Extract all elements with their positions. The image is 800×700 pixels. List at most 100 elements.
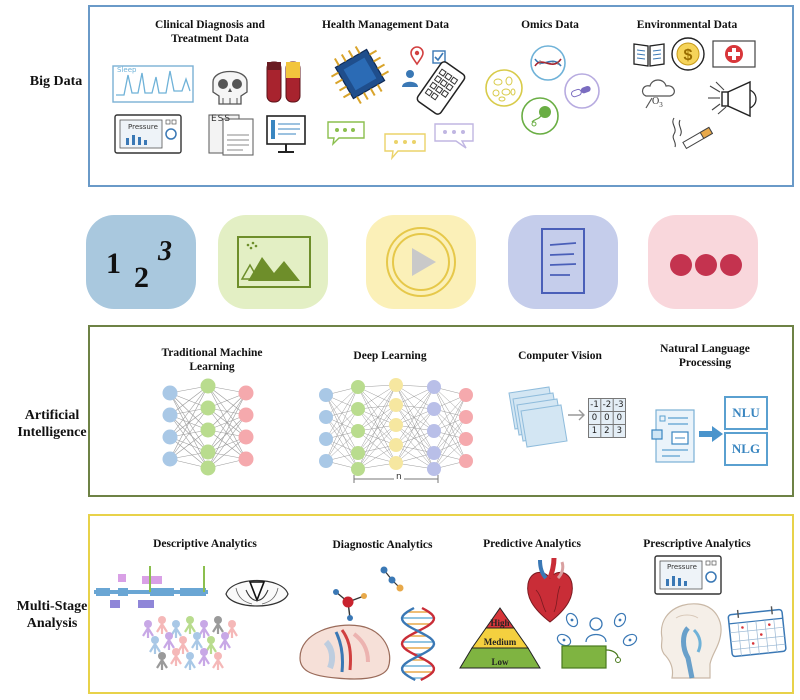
dl-node — [459, 432, 473, 446]
person-figure — [226, 620, 238, 638]
person-figure — [156, 652, 168, 670]
landscape-image-icon — [237, 236, 311, 288]
matrix-cell: -1 — [590, 400, 599, 410]
kernel-matrix — [588, 398, 626, 438]
patient-sensors-icon — [556, 612, 638, 669]
nlp-document-icon — [651, 409, 695, 463]
skull-icon — [212, 70, 248, 105]
pollution-cloud-icon — [641, 79, 675, 109]
matrix-cell: 0 — [604, 413, 610, 423]
row-label-multi-stage-analysis: Multi-Stage Analysis — [16, 599, 88, 631]
sleep-label: Sleep — [117, 66, 137, 74]
dl-node — [427, 402, 441, 416]
person-figure — [212, 652, 224, 670]
diagnostic-analytics-title: Diagnostic Analytics — [332, 539, 433, 551]
tml-node — [238, 407, 254, 423]
ai-panel — [88, 325, 794, 497]
deep-learning-title: Deep Learning — [353, 350, 427, 362]
prescriptive-pressure-label: Pressure — [667, 563, 697, 571]
dl-node — [459, 410, 473, 424]
layer-count-label: n — [394, 472, 404, 482]
ess-label: ESS — [211, 114, 232, 124]
person-figure — [191, 632, 203, 650]
row-label-artificial-intelligence: Artificial Intelligence — [17, 408, 87, 440]
dl-node — [319, 432, 333, 446]
analysis-panel — [88, 514, 794, 694]
play-button-icon — [386, 227, 456, 297]
matrix-cell: 3 — [616, 426, 622, 436]
tml-node — [162, 429, 178, 445]
cigarette-icon — [672, 117, 714, 150]
person-figure — [177, 636, 189, 654]
tml-node — [162, 451, 178, 467]
chat-bubble-green-icon — [327, 121, 365, 147]
dl-node — [389, 398, 403, 412]
person-figure — [184, 616, 196, 634]
tml-node — [238, 451, 254, 467]
cells-circle-icon — [485, 69, 523, 107]
dna-circle-icon — [530, 45, 566, 81]
dl-node — [389, 378, 403, 392]
dl-node — [459, 454, 473, 468]
predictive-analytics-title: Predictive Analytics — [483, 538, 581, 550]
dollar-coin-icon: $ — [671, 37, 705, 71]
airway-head-icon — [660, 603, 722, 679]
population-group-icon — [142, 616, 238, 670]
dl-node — [389, 456, 403, 470]
omics-data-title: Omics Data — [521, 19, 579, 31]
chat-bubble-yellow-icon — [384, 133, 426, 161]
person-icon — [402, 70, 418, 87]
image-data-tile — [218, 215, 328, 309]
tml-node — [162, 385, 178, 401]
tml-node — [200, 444, 216, 460]
megaphone-icon — [708, 80, 757, 118]
dl-node — [351, 380, 365, 394]
descriptive-analytics-title: Descriptive Analytics — [153, 538, 257, 550]
head-scan-icon — [299, 624, 391, 680]
cell-green-circle-icon — [521, 97, 559, 135]
person-figure — [198, 620, 210, 638]
nlp-title: Natural Language Processing — [660, 343, 750, 369]
pyramid-high-label: High — [490, 618, 510, 628]
environmental-data-title: Environmental Data — [636, 19, 738, 31]
dl-node — [427, 380, 441, 394]
matrix-cell: -3 — [615, 400, 624, 410]
pill-circle-icon — [564, 73, 600, 109]
dl-node — [389, 438, 403, 452]
video-data-tile — [366, 215, 476, 309]
prescriptive-analytics-title: Prescriptive Analytics — [643, 538, 751, 550]
pressure-label: Pressure — [128, 123, 158, 131]
risk-pyramid — [459, 607, 541, 669]
computer-vision-title: Computer Vision — [518, 350, 602, 362]
deep-neural-network — [319, 378, 473, 483]
more-data-tile — [648, 215, 758, 309]
molecule-icon — [333, 589, 367, 621]
digit-one: 1 — [106, 247, 121, 280]
more-dots-icon — [670, 254, 742, 276]
molecule-small-icon — [380, 566, 404, 592]
convolution-arrow-icon — [568, 409, 585, 421]
dl-node — [319, 388, 333, 402]
chat-bubble-purple-icon — [434, 123, 474, 149]
tml-node — [200, 400, 216, 416]
phone-calendar-icon — [416, 61, 466, 115]
dl-node — [427, 446, 441, 460]
row-label-big-data: Big Data — [29, 74, 83, 89]
location-pin-icon — [410, 46, 424, 66]
dna-helix-icon — [400, 606, 436, 682]
tml-node — [238, 385, 254, 401]
nlp-arrow-icon — [699, 426, 723, 442]
nlu-box: NLU — [724, 396, 768, 430]
heart-icon — [527, 557, 573, 623]
person-figure — [142, 620, 154, 638]
image-stack-icon — [508, 386, 568, 448]
pressure-monitor-icon — [114, 114, 182, 154]
digit-three: 3 — [157, 236, 172, 267]
dl-node — [351, 462, 365, 476]
matrix-cell: -2 — [602, 400, 612, 410]
matrix-cell: 0 — [616, 413, 622, 423]
dl-node — [389, 418, 403, 432]
tml-node — [200, 422, 216, 438]
person-figure — [156, 616, 168, 634]
numeric-data-tile: 1 2 3 — [86, 215, 196, 309]
